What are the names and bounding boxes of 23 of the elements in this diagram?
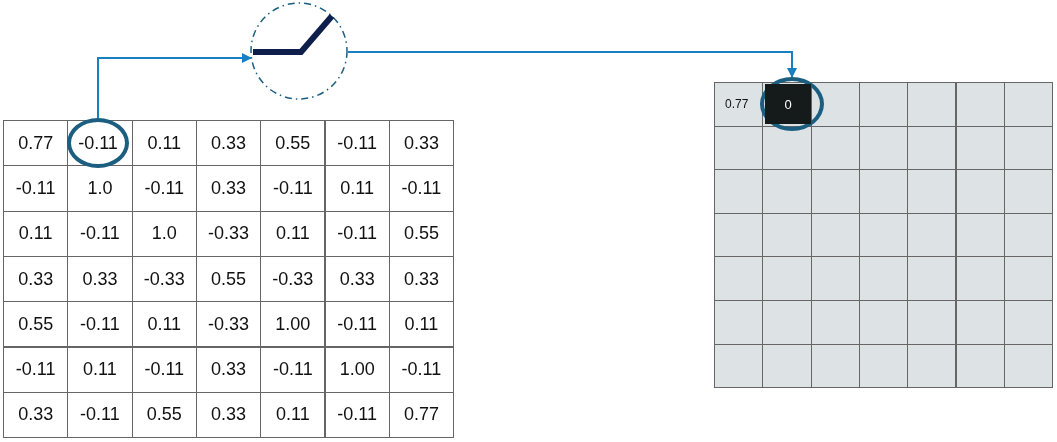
table-cell: 1.00 (260, 301, 326, 348)
table-cell: -0.11 (260, 346, 326, 393)
table-cell: -0.11 (324, 301, 390, 348)
arrow (97, 53, 252, 119)
table-cell: 0.11 (388, 301, 455, 348)
cell-value: -0.11 (78, 132, 118, 154)
table-cell: 0.55 (3, 301, 69, 348)
table-cell: 0.55 (260, 120, 326, 167)
table-cell: 1.00 (324, 346, 390, 393)
table-cell: 0.11 (260, 391, 326, 439)
arrow (347, 51, 797, 78)
switch-symbol (250, 2, 348, 100)
table-cell: 0.33 (388, 120, 455, 167)
table-cell: 0.33 (3, 391, 69, 439)
grid-cell: 0.77 (714, 82, 764, 127)
highlight-ellipse (760, 77, 824, 131)
table-cell: -0.11 (324, 391, 390, 439)
table-cell: -0.11 (3, 346, 69, 393)
table-cell: -0.11 (324, 120, 390, 167)
table-cell: -0.11 (388, 346, 455, 393)
table-cell: 0.77 (3, 120, 69, 167)
cell-value: 0 (765, 84, 811, 124)
table-cell: 0.77 (388, 391, 455, 439)
